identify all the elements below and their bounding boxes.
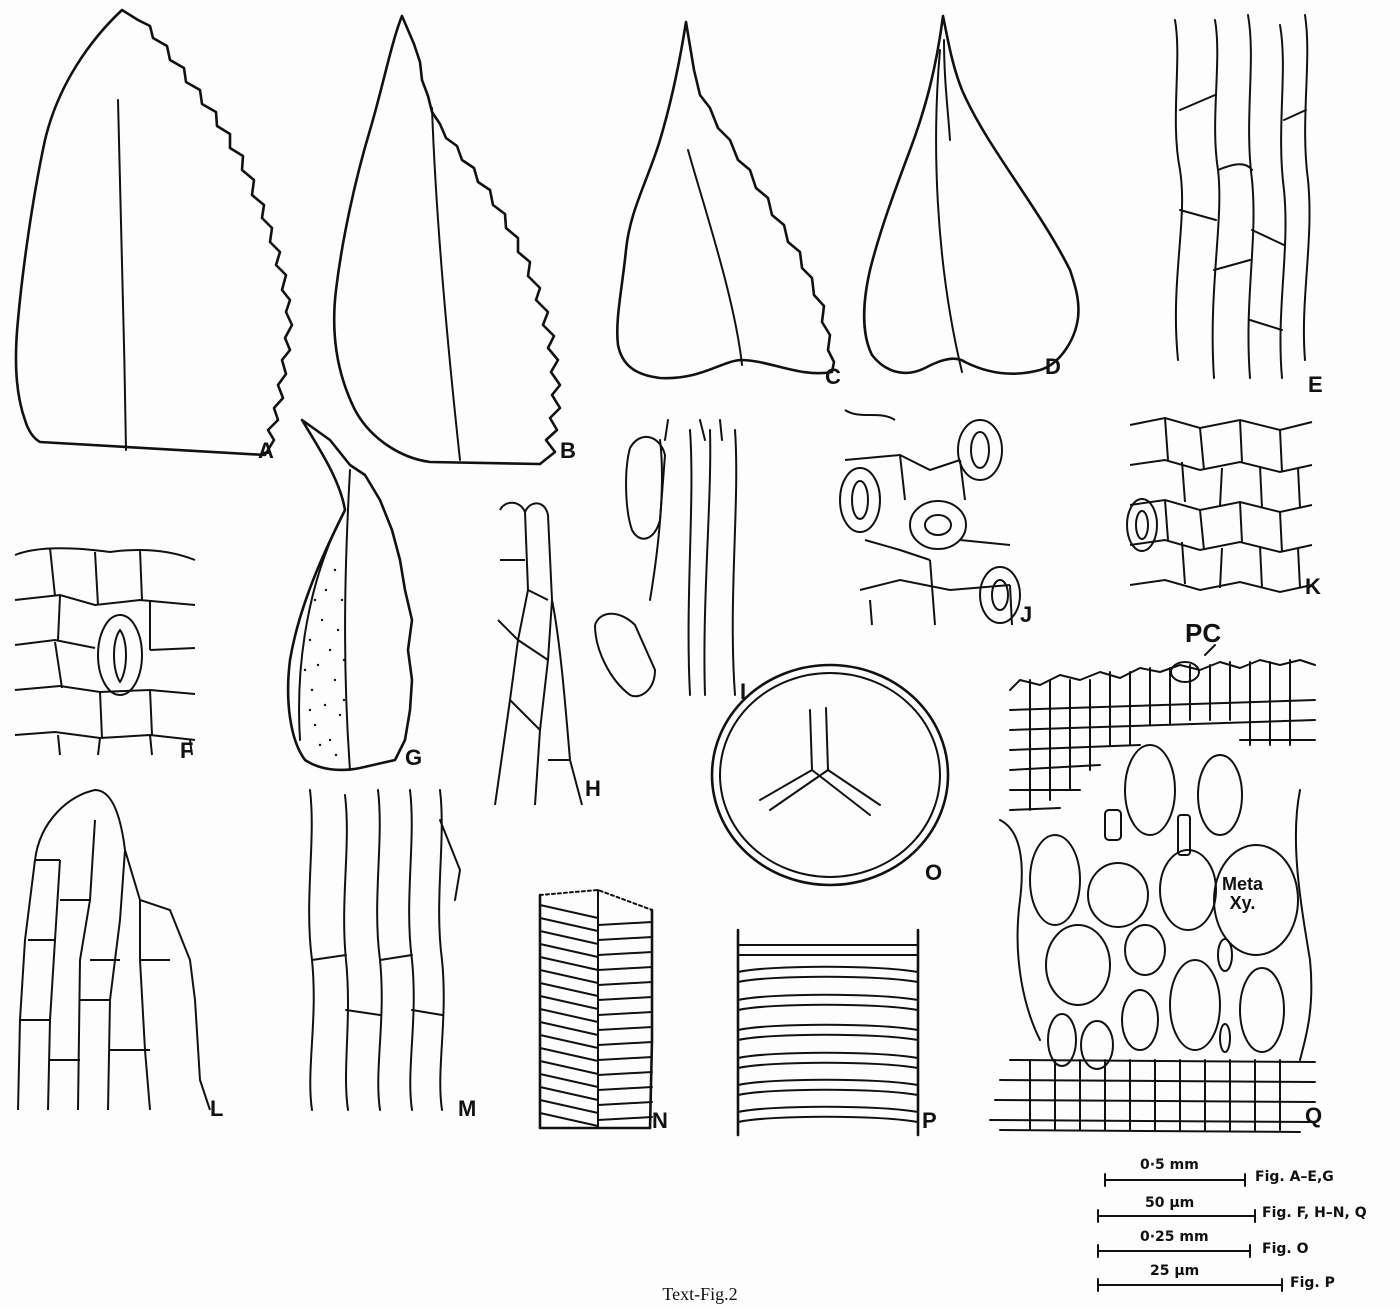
leaf-a-drawing (16, 10, 292, 455)
scale-bar-1 (1105, 1174, 1245, 1186)
figure-caption: Text-Fig.2 (0, 1284, 1400, 1305)
panel-label-n: N (652, 1110, 668, 1132)
scale-value-4: 25 µm (1150, 1264, 1199, 1278)
panel-label-a: A (258, 440, 274, 462)
leaf-c-drawing (617, 22, 834, 378)
scale-figs-2: Fig. F, H–N, Q (1262, 1206, 1367, 1220)
scale-bar-2 (1098, 1210, 1255, 1222)
cells-k-drawing (1127, 418, 1312, 592)
panel-label-p: P (922, 1110, 937, 1132)
cells-i-drawing (595, 420, 736, 696)
scale-figs-3: Fig. O (1262, 1242, 1308, 1256)
panel-label-i: I (740, 681, 746, 703)
section-q-drawing (990, 645, 1315, 1132)
cells-l-drawing (18, 790, 210, 1110)
panel-label-d: D (1045, 356, 1061, 378)
panel-label-m: M (458, 1098, 476, 1120)
panel-label-b: B (560, 440, 576, 462)
scale-figs-1: Fig. A–E,G (1255, 1170, 1334, 1184)
panel-label-e: E (1308, 374, 1323, 396)
cells-e-drawing (1175, 15, 1310, 378)
panel-label-c: C (825, 366, 841, 388)
panel-label-q: Q (1305, 1105, 1322, 1127)
cells-n-drawing (540, 890, 652, 1128)
cells-h-drawing (495, 503, 582, 805)
spore-o-drawing (712, 665, 948, 885)
scale-value-3: 0·25 mm (1140, 1230, 1209, 1244)
scale-bar-3 (1098, 1245, 1250, 1257)
scale-value-2: 50 µm (1145, 1196, 1194, 1210)
leaf-d-drawing (864, 16, 1078, 374)
panel-label-o: O (925, 862, 942, 884)
scale-value-1: 0·5 mm (1140, 1158, 1199, 1172)
panel-label-h: H (585, 778, 601, 800)
tracheid-p-drawing (738, 930, 918, 1135)
leaf-g-drawing (288, 420, 412, 770)
panel-label-l: L (210, 1098, 223, 1120)
panel-label-g: G (405, 747, 422, 769)
leaf-b-drawing (334, 16, 560, 464)
cells-j-drawing (840, 410, 1020, 625)
cells-m-drawing (309, 790, 460, 1110)
meta-xylem-annotation: Meta Xy. (1222, 875, 1263, 913)
panel-label-j: J (1020, 604, 1032, 626)
cells-f-drawing (15, 548, 195, 755)
panel-label-f: F (180, 740, 193, 762)
stipple-pattern (304, 569, 345, 756)
panel-label-k: K (1305, 576, 1321, 598)
pc-annotation: PC (1185, 620, 1221, 647)
